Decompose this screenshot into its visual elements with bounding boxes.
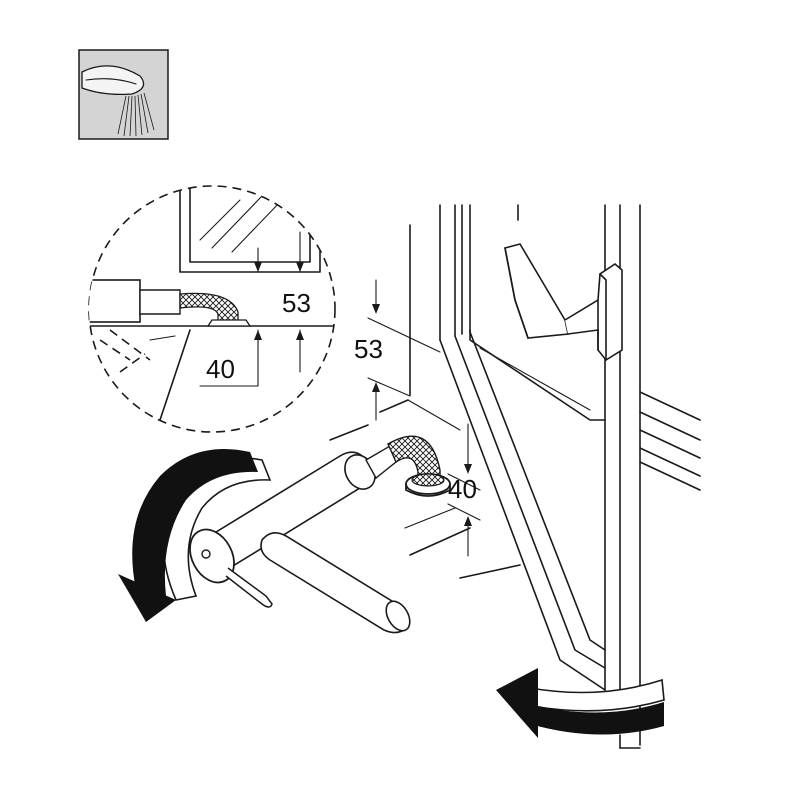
- main-lower-height-label: 40: [448, 474, 477, 504]
- shower-spray-icon: [78, 49, 169, 140]
- main-height-label: 53: [354, 334, 383, 364]
- detail-width-label: 40: [206, 354, 235, 384]
- mixer-tap: [188, 435, 451, 634]
- shower-enclosure: [329, 204, 701, 749]
- shower-handle: [504, 243, 623, 362]
- detail-height-label: 53: [282, 288, 311, 318]
- main-dimensions: 53 40: [354, 279, 481, 557]
- rotate-arrow-left-icon: [118, 449, 272, 622]
- rotate-arrow-right-icon: [496, 668, 665, 738]
- detail-circle: 53 40: [88, 185, 336, 433]
